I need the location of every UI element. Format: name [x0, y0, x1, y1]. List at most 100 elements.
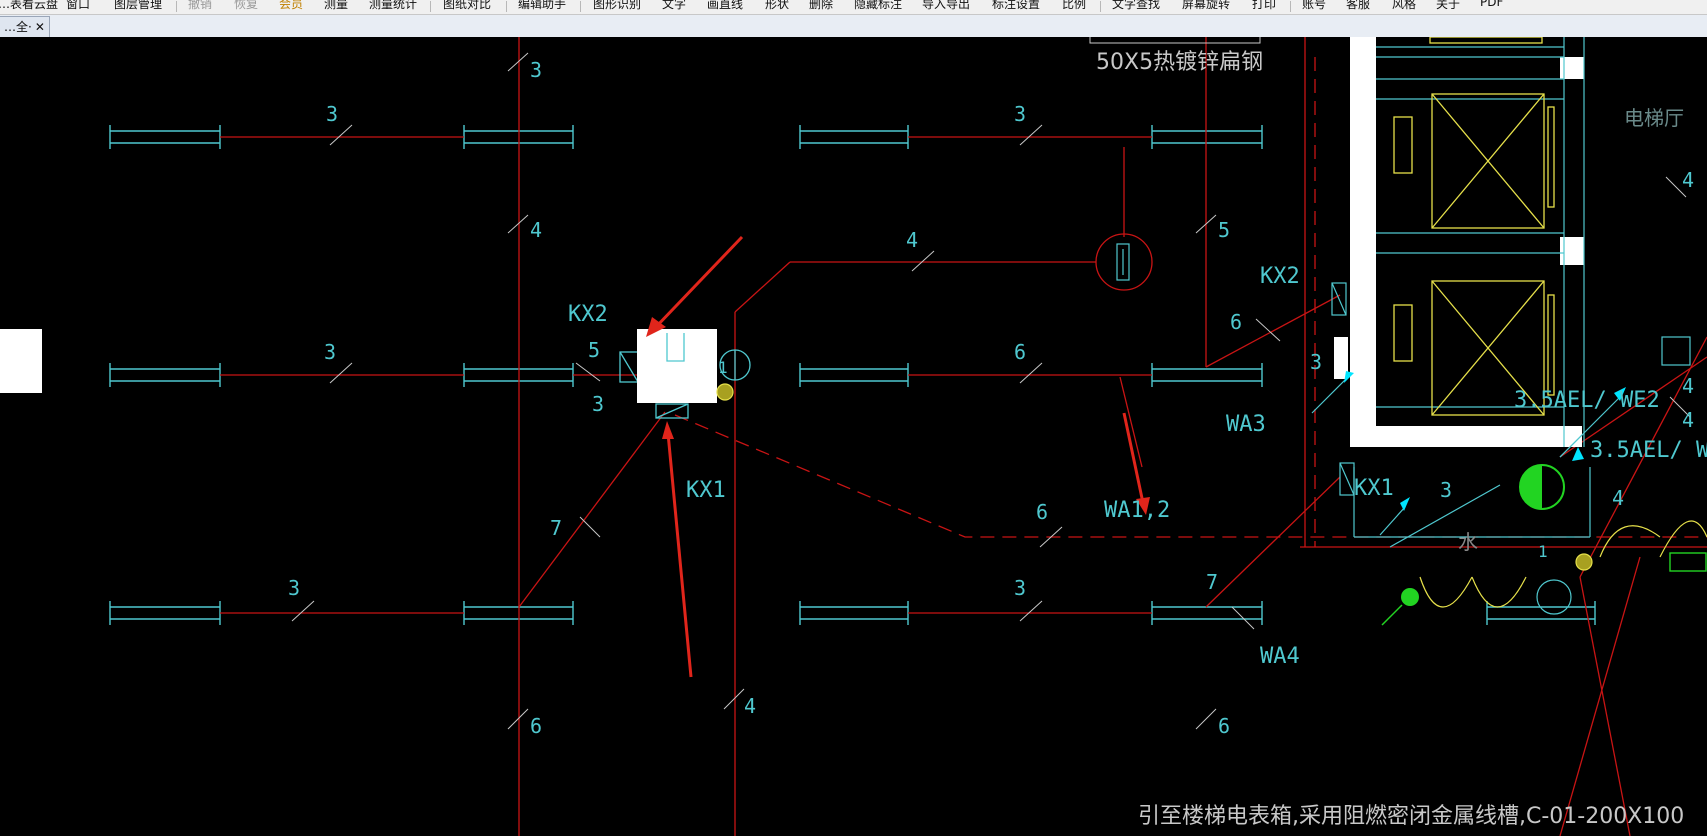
- leader-lines: [1311, 371, 1626, 548]
- cable-count-label: 3: [530, 58, 542, 82]
- wall-segment: [109, 125, 221, 149]
- distribution-box-kx2-right[interactable]: [1331, 282, 1348, 379]
- cable-count-label: 5: [588, 338, 600, 362]
- menu-redo[interactable]: 恢复: [234, 0, 259, 11]
- menu-customer-service[interactable]: 客服: [1346, 0, 1371, 11]
- cable-count-label: 7: [1206, 570, 1218, 594]
- menu-separator: [1100, 1, 1101, 12]
- cable-count-label: 4: [530, 218, 542, 242]
- menu-pdf[interactable]: PDF: [1480, 0, 1504, 9]
- wall-segment: [1486, 601, 1596, 625]
- menu-edit-assistant[interactable]: 编辑助手: [518, 0, 567, 11]
- wiring-lines: [220, 37, 1707, 836]
- tag-wa12: WA1,2: [1104, 498, 1170, 523]
- menu-account[interactable]: 账号: [1302, 0, 1327, 11]
- cable-count-label: 6: [1230, 310, 1242, 334]
- cable-count-label: 3: [592, 392, 604, 416]
- menu-measure-stats[interactable]: 测量统计: [369, 0, 418, 11]
- cable-count-label: 4: [906, 228, 918, 252]
- lamp-symbol: [716, 349, 751, 401]
- tag-kx1-right: KX1: [1354, 476, 1394, 501]
- cable-count-label: 6: [1014, 340, 1026, 364]
- cable-count-label: 5: [1218, 218, 1230, 242]
- cable-count-label: 4: [1682, 408, 1694, 432]
- menu-layer-manager[interactable]: 图层管理: [114, 0, 163, 11]
- menu-import-export[interactable]: 导入导出: [922, 0, 971, 11]
- menu-shape-recognition[interactable]: 图形识别: [593, 0, 642, 11]
- note-cable-tray: 引至楼梯电表箱,采用阻燃密闭金属线槽,C-01-200X100: [1138, 804, 1684, 829]
- cable-count-label: 3: [324, 340, 336, 364]
- cable-count-label: 3: [326, 102, 338, 126]
- cable-count-label: 4: [744, 694, 756, 718]
- menu-text-search[interactable]: 文字查找: [1112, 0, 1161, 11]
- lamp-number: 1: [718, 358, 728, 377]
- cable-count-label: 4: [1682, 374, 1694, 398]
- lamp-number: 1: [1538, 542, 1548, 561]
- annotation-arrows: [646, 235, 1150, 678]
- tag-kx1: KX1: [686, 478, 726, 503]
- menu-separator: [176, 1, 177, 12]
- distribution-box-kx1-right[interactable]: [1339, 462, 1355, 496]
- menu-screen-rotate[interactable]: 屏幕旋转: [1182, 0, 1231, 11]
- menu-separator: [580, 1, 581, 12]
- door-swings: [1419, 520, 1707, 608]
- tag-wa3: WA3: [1226, 412, 1266, 437]
- menu-draw-line[interactable]: 画直线: [707, 0, 744, 11]
- cable-count-label: 3: [1310, 350, 1322, 374]
- close-icon[interactable]: ✕: [34, 20, 45, 34]
- menu-cloud-drive[interactable]: …表看云盘: [0, 0, 59, 11]
- menu-print[interactable]: 打印: [1252, 0, 1277, 11]
- tag-ael-we: 3.5AEL/ WE: [1590, 438, 1707, 463]
- cad-drawing-canvas[interactable]: 3 3 3 4 4 4 5 4 4 3 5 3 6 6 7 6 7 3 3 6 …: [0, 37, 1707, 836]
- wall-segment: [799, 125, 909, 149]
- text-notes: 50X5热镀锌扁钢 引至楼梯电表箱,采用阻燃密闭金属线槽,C-01-200X10…: [1096, 50, 1684, 829]
- cable-count-label: 7: [550, 516, 562, 540]
- menu-member[interactable]: 会员: [279, 0, 304, 11]
- cable-marks: [291, 52, 1691, 730]
- selection-block: [0, 329, 42, 393]
- menu-drawing-compare[interactable]: 图纸对比: [443, 0, 492, 11]
- wall-segment: [109, 363, 221, 387]
- cable-count-label: 6: [1218, 714, 1230, 738]
- cable-count-label: 4: [1612, 486, 1624, 510]
- note-steel-strip: 50X5热镀锌扁钢: [1096, 50, 1263, 75]
- menu-window[interactable]: 窗口: [66, 0, 91, 11]
- document-tab-bar: …全·✕: [0, 15, 1707, 38]
- menu-separator: [506, 1, 507, 12]
- note-frame: [1089, 37, 1261, 44]
- elevator-shaft: [1350, 37, 1591, 538]
- fixture-symbols: [1381, 336, 1707, 626]
- cable-count-label: 3: [288, 576, 300, 600]
- wall-segment: [109, 601, 221, 625]
- cable-count-label: 3: [1440, 478, 1452, 502]
- tag-kx2: KX2: [568, 302, 608, 327]
- menu-separator: [430, 1, 431, 12]
- cable-count-label: 6: [1036, 500, 1048, 524]
- tag-kx2-right: KX2: [1260, 264, 1300, 289]
- cable-count-label: 6: [530, 714, 542, 738]
- menu-shape[interactable]: 形状: [765, 0, 790, 11]
- menu-hide-annotation[interactable]: 隐藏标注: [854, 0, 903, 11]
- menu-separator: [1290, 1, 1291, 12]
- menu-measure[interactable]: 测量: [324, 0, 349, 11]
- menu-delete[interactable]: 删除: [809, 0, 834, 11]
- dimension-labels: 3 3 3 4 4 4 5 4 4 3 5 3 6 6 7 6 7 3 3 6 …: [288, 58, 1707, 738]
- menu-scale[interactable]: 比例: [1062, 0, 1087, 11]
- document-tab-label: …全·: [4, 20, 32, 34]
- document-tab[interactable]: …全·✕: [0, 16, 50, 38]
- menu-bar: …表看云盘 窗口 图层管理 撤销 恢复 会员 测量 测量统计 图纸对比 编辑助手…: [0, 0, 1707, 15]
- distribution-box-kx2[interactable]: [619, 329, 717, 419]
- menu-undo[interactable]: 撤销: [188, 0, 213, 11]
- cable-count-label: 3: [1014, 576, 1026, 600]
- junction-symbol: [1095, 233, 1153, 291]
- menu-annotation-settings[interactable]: 标注设置: [992, 0, 1041, 11]
- menu-about[interactable]: 关于: [1436, 0, 1461, 11]
- cable-count-label: 3: [1014, 102, 1026, 126]
- menu-style[interactable]: 风格: [1392, 0, 1417, 11]
- cable-count-label: 4: [1682, 168, 1694, 192]
- tag-ael-we2: 3.5AEL/ WE2: [1514, 388, 1660, 413]
- label-lift-hall: 电梯厅: [1624, 106, 1684, 130]
- tag-wa4: WA4: [1260, 644, 1300, 669]
- label-water: 水: [1458, 530, 1478, 554]
- menu-text[interactable]: 文字: [662, 0, 687, 11]
